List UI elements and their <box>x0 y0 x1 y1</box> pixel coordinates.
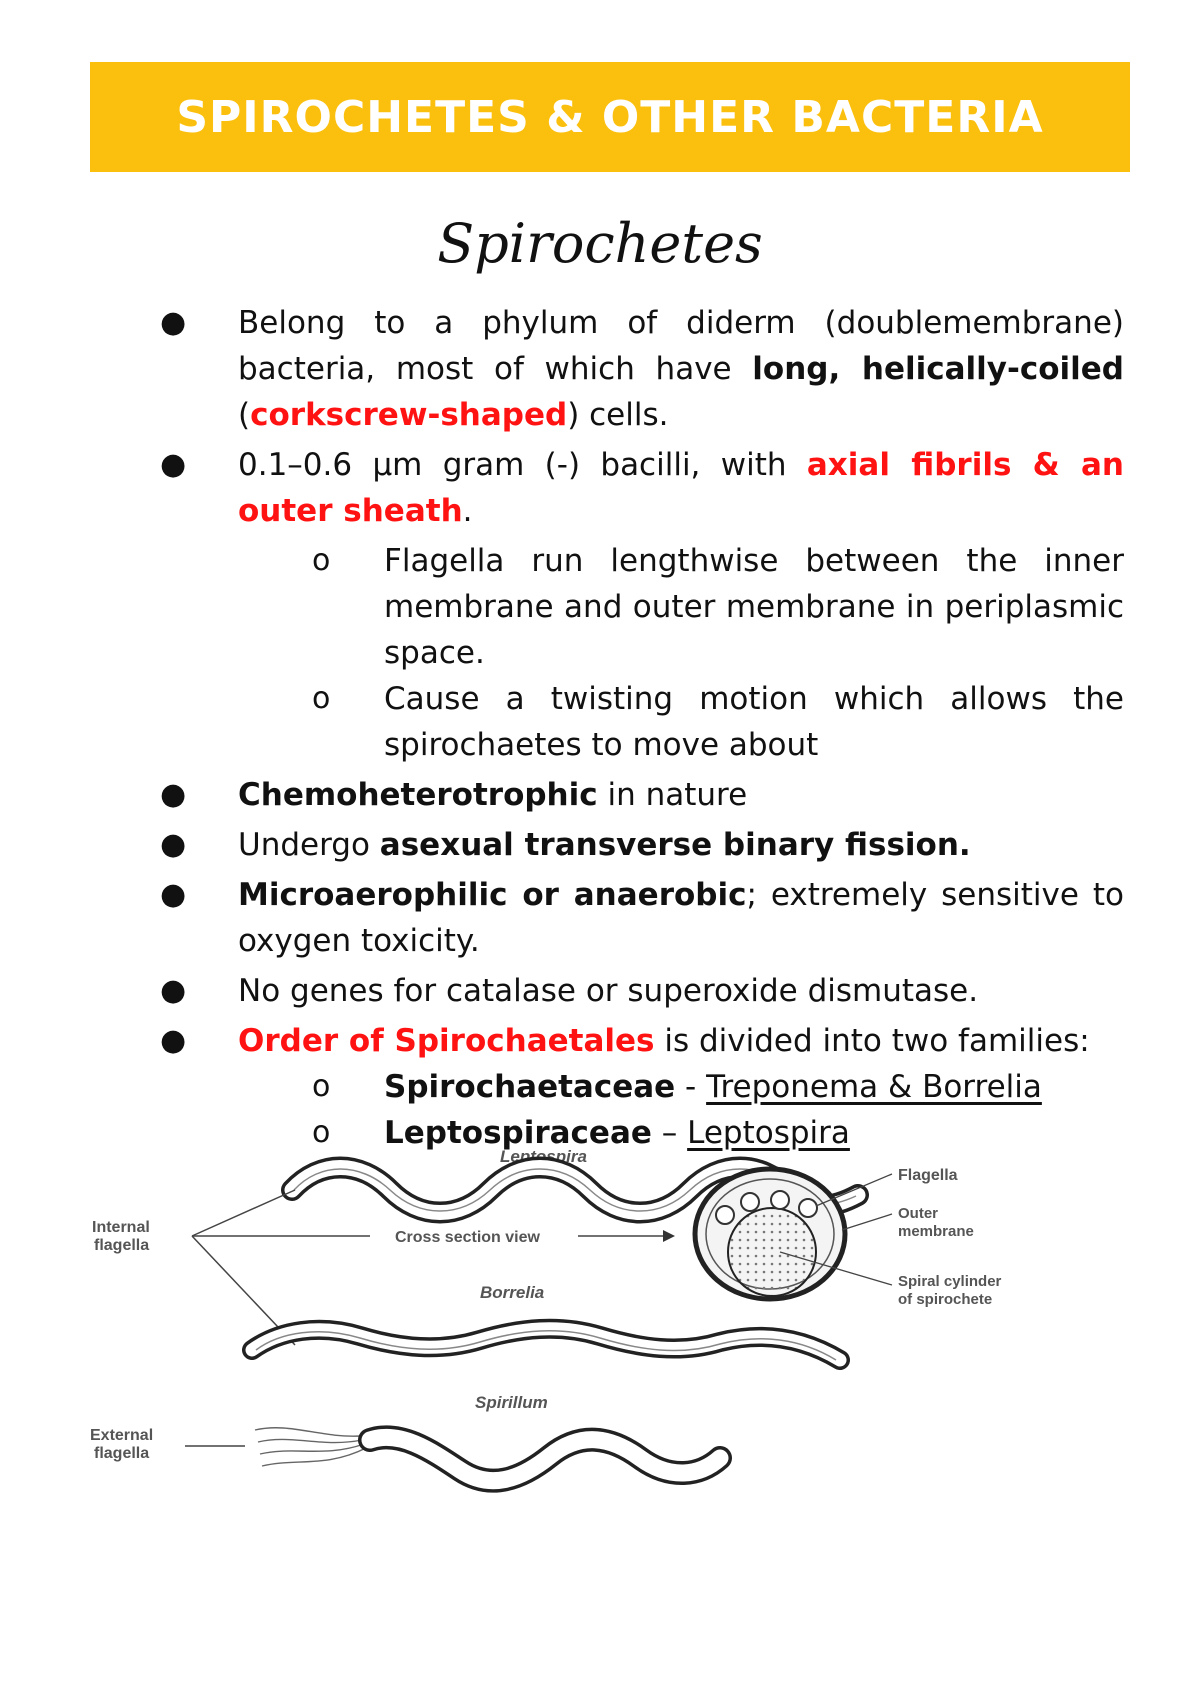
section-heading: Spirochetes <box>437 212 763 275</box>
bullet-marker: ● <box>160 447 187 482</box>
label-outer-membrane-2: membrane <box>898 1223 974 1240</box>
spirochete-diagram: Leptospira Internal flagella Cross secti… <box>80 1140 1140 1600</box>
sub-item-spirochaetaceae: o Spirochaetaceae - Treponema & Borrelia <box>0 1064 1200 1110</box>
arrow-head-icon <box>663 1230 675 1242</box>
text: - <box>675 1069 707 1105</box>
bold-text: Microaerophilic or anaerobic <box>238 877 747 913</box>
spirillum-cell <box>358 1425 732 1493</box>
diagram-svg: Leptospira Internal flagella Cross secti… <box>90 1147 1002 1493</box>
bullet-marker: ● <box>160 877 187 912</box>
text: Belong to a phylum of diderm (doublememb… <box>238 305 1124 387</box>
label-external-flagella-2: flagella <box>94 1445 149 1462</box>
text: No genes for catalase or superoxide dism… <box>238 973 979 1009</box>
bold-text: Chemoheterotrophic <box>238 777 598 813</box>
text: in nature <box>597 777 748 813</box>
label-spiral-cylinder: Spiral cylinder <box>898 1273 1002 1290</box>
cross-section-diagram <box>692 1166 848 1302</box>
bullet-marker: ● <box>160 777 187 812</box>
text: Cause a twisting motion which allows the… <box>384 681 1124 763</box>
borrelia-cell <box>242 1318 850 1370</box>
list-item-microaerophilic: ● Microaerophilic or anaerobic; extremel… <box>0 872 1200 964</box>
text: ( <box>238 397 251 433</box>
bold-text: Leptospiraceae <box>384 1115 652 1151</box>
label-external-flagella: External <box>90 1427 153 1444</box>
label-borrelia: Borrelia <box>480 1283 544 1302</box>
label-cross-section: Cross section view <box>395 1229 541 1246</box>
list-item-gram-negative: ● 0.1–0.6 µm gram (-) bacilli, with axia… <box>0 442 1200 534</box>
list-item-catalase: ● No genes for catalase or superoxide di… <box>0 968 1200 1014</box>
external-flagella-lines <box>254 1427 367 1467</box>
bullet-marker: ● <box>160 1023 187 1058</box>
list-item-diderm: ● Belong to a phylum of diderm (doubleme… <box>0 300 1200 438</box>
bullet-marker: ● <box>160 305 187 340</box>
text: . <box>462 493 473 529</box>
bullet-list: ● Belong to a phylum of diderm (doubleme… <box>0 300 1200 1156</box>
text: 0.1–0.6 µm gram (-) bacilli, with <box>238 447 807 483</box>
sub-bullet-marker: o <box>312 681 331 716</box>
label-outer-membrane: Outer <box>898 1205 938 1222</box>
highlight-text: axial fibrils & an outer sheath <box>238 447 1124 529</box>
underlined-text: Leptospira <box>687 1115 850 1151</box>
bold-text: long, helically-coiled <box>752 351 1124 387</box>
text: – <box>651 1115 688 1151</box>
list-item-chemoheterotrophic: ● Chemoheterotrophic in nature <box>0 772 1200 818</box>
label-internal-flagella: Internal <box>92 1219 150 1236</box>
list-item-fission: ● Undergo asexual transverse binary fiss… <box>0 822 1200 868</box>
sub-item-motion: o Cause a twisting motion which allows t… <box>0 676 1200 768</box>
text: Flagella run lengthwise between the inne… <box>384 543 1124 671</box>
highlight-text: corkscrew-shaped <box>250 397 568 433</box>
label-spiral-cylinder-2: of spirochete <box>898 1291 992 1308</box>
pointer-line <box>815 1173 893 1207</box>
title-banner: SPIROCHETES & OTHER BACTERIA <box>90 62 1130 172</box>
text: is divided into two families: <box>654 1023 1090 1059</box>
pointer-line <box>191 1189 296 1237</box>
sub-bullet-marker: o <box>312 1115 331 1150</box>
label-spirillum: Spirillum <box>475 1393 548 1412</box>
sub-bullet-marker: o <box>312 1069 331 1104</box>
underlined-text: Treponema & Borrelia <box>706 1069 1042 1105</box>
label-internal-flagella-2: flagella <box>94 1237 149 1254</box>
highlight-text: Order of Spirochaetales <box>238 1023 655 1059</box>
pointer-line <box>779 1251 893 1286</box>
label-flagella: Flagella <box>898 1167 958 1184</box>
text: ; extremely sensitive to oxygen toxicity… <box>238 877 1125 959</box>
sub-item-leptospiraceae: o Leptospiraceae – Leptospira <box>0 1110 1200 1156</box>
sub-bullet-marker: o <box>312 543 331 578</box>
bold-text: Spirochaetaceae <box>384 1069 676 1105</box>
bold-text: asexual transverse binary fission. <box>379 827 971 863</box>
sub-item-flagella: o Flagella run lengthwise between the in… <box>0 538 1200 676</box>
text: ) cells. <box>567 397 669 433</box>
bullet-marker: ● <box>160 827 187 862</box>
page-title: SPIROCHETES & OTHER BACTERIA <box>176 91 1044 143</box>
pointer-line <box>841 1213 893 1231</box>
bullet-marker: ● <box>160 973 187 1008</box>
list-item-order: ● Order of Spirochaetales is divided int… <box>0 1018 1200 1064</box>
text: Undergo <box>238 827 380 863</box>
